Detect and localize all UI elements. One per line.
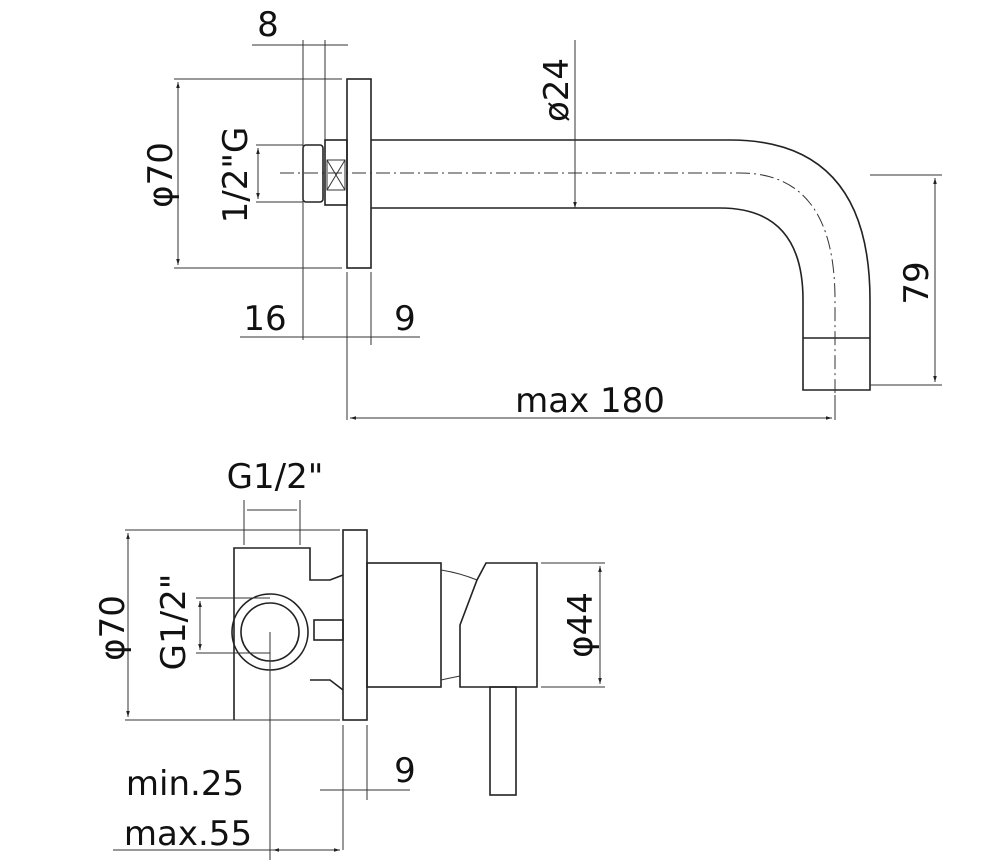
flange-diameter-label: φ70 bbox=[141, 142, 181, 208]
mixer-bottom-view: G1/2" φ70 G1/2" φ44 9 min.25 max.55 bbox=[93, 457, 605, 860]
depth-label: 16 bbox=[243, 299, 286, 339]
spout-reach-label: max 180 bbox=[515, 381, 665, 421]
body-diameter-label: φ44 bbox=[561, 592, 601, 658]
centerline bbox=[280, 172, 836, 420]
flange-thickness-label: 9 bbox=[394, 299, 416, 339]
spout-pipe bbox=[371, 139, 871, 391]
nut-width-label: 8 bbox=[257, 5, 279, 45]
max-depth-label: max.55 bbox=[124, 814, 252, 854]
side-thread-label: G1/2" bbox=[154, 574, 194, 671]
handle bbox=[459, 562, 538, 688]
lever bbox=[489, 686, 517, 796]
spout-diameter-label: ø24 bbox=[537, 58, 577, 122]
wall-flange bbox=[342, 529, 368, 721]
stub bbox=[313, 619, 344, 641]
hex-fitting bbox=[324, 139, 348, 206]
flange-thickness-label: 9 bbox=[394, 751, 416, 791]
thread-label: 1/2"G bbox=[216, 127, 256, 224]
min-depth-label: min.25 bbox=[126, 764, 244, 804]
cartridge-housing bbox=[366, 562, 442, 688]
spout-height-label: 79 bbox=[897, 261, 937, 304]
spout-top-view: 8 φ70 1/2"G 16 9 ø24 79 max 180 bbox=[141, 5, 942, 421]
top-thread-label: G1/2" bbox=[227, 457, 324, 497]
valve-body bbox=[233, 547, 344, 720]
hex-cross bbox=[326, 159, 346, 191]
flange-diameter-label: φ70 bbox=[93, 595, 133, 661]
